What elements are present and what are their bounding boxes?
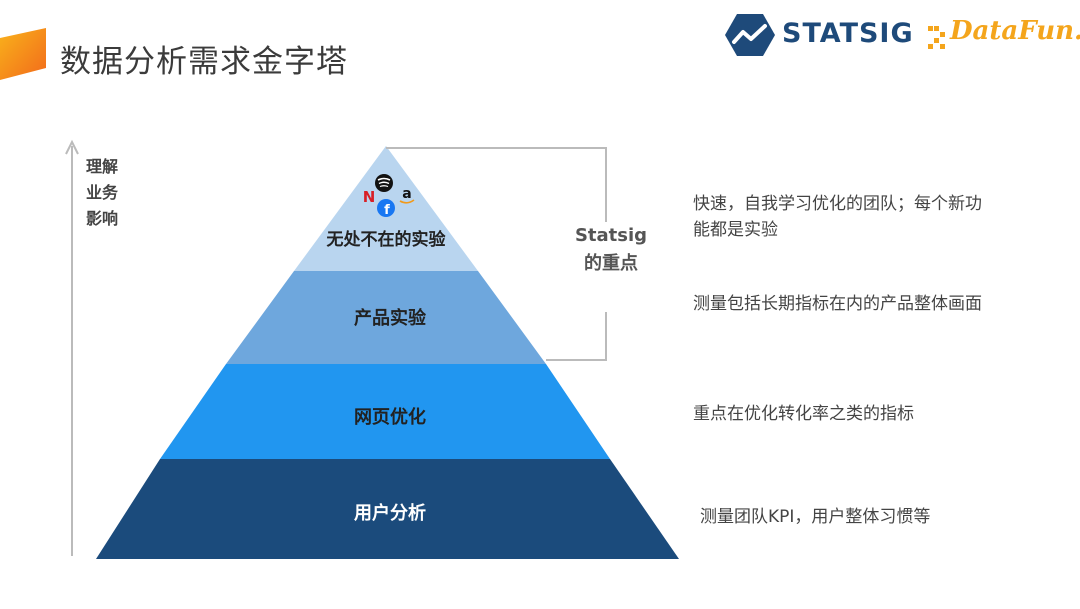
datafun-pixel-icon <box>928 26 945 49</box>
tier-description-user-analytics: 测量团队KPI，用户整体习惯等 <box>700 507 931 527</box>
axis-label: 理解业务影响 <box>86 157 119 228</box>
bracket-line-top <box>386 147 607 238</box>
statsig-focus-label: Statsig的重点 <box>566 222 656 278</box>
pyramid-tier-2 <box>226 271 546 364</box>
tier-label-product-experiments: 产品实验 <box>354 308 426 329</box>
spotify-icon <box>375 174 393 192</box>
amazon-icon: a <box>399 186 415 204</box>
tier-label-ubiquitous-experiments: 无处不在的实验 <box>326 230 446 250</box>
statsig-hexagon-icon <box>725 14 775 56</box>
decorative-accent-shape <box>0 28 46 80</box>
facebook-glyph: f <box>384 203 390 218</box>
tier-label-user-analytics: 用户分析 <box>354 503 426 524</box>
tier-label-web-optimization: 网页优化 <box>354 407 426 428</box>
tier-description-product-experiments: 测量包括长期指标在内的产品整体画面 <box>693 294 982 314</box>
axis-arrowhead <box>65 139 79 155</box>
tier-description-web-optimization: 重点在优化转化率之类的指标 <box>693 404 914 424</box>
facebook-icon: f <box>377 199 395 218</box>
pyramid-tier-3 <box>160 364 610 459</box>
statsig-logo: STATSIG <box>724 12 924 58</box>
slide-title: 数据分析需求金字塔 <box>60 44 348 80</box>
datafun-logo: DataFun. <box>928 14 1080 54</box>
amazon-glyph: a <box>402 186 411 202</box>
datafun-wordmark: DataFun. <box>950 16 1080 46</box>
tier-description-ubiquitous-experiments: 快速，自我学习优化的团队；每个新功能都是实验 <box>693 194 982 240</box>
bracket-line-bottom <box>546 312 607 361</box>
pyramid-tier-base <box>96 459 679 559</box>
netflix-icon: N <box>363 188 376 206</box>
statsig-wordmark: STATSIG <box>782 18 914 49</box>
